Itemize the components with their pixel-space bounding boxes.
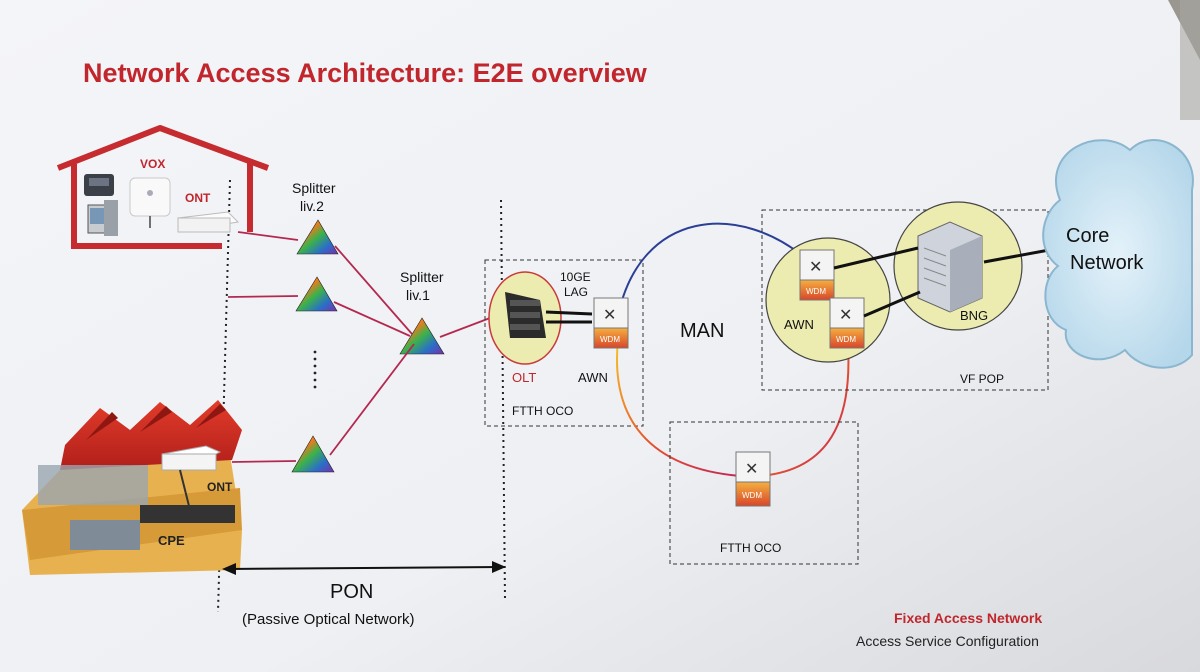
vox-router-icon xyxy=(129,177,171,217)
awn-oco-label: AWN xyxy=(578,370,608,385)
core-network-label-line1: Core xyxy=(1066,225,1109,247)
computer-icon xyxy=(87,200,118,236)
ont-business-icon xyxy=(161,445,222,471)
vf-pop-label: VF POP xyxy=(960,372,1004,386)
splitter-l2-bottom xyxy=(291,435,335,473)
svg-text:✕: ✕ xyxy=(745,461,758,478)
awn-pop-switch-upper: ✕ WDM xyxy=(799,249,835,301)
drop-fibers xyxy=(227,231,491,463)
ont-business-label: ONT xyxy=(207,480,233,494)
splitter-l2-label-line2: liv.2 xyxy=(300,198,324,214)
svg-text:✕: ✕ xyxy=(809,259,822,276)
lag-label-line1: 10GE xyxy=(560,270,591,284)
ftth-oco-top-box xyxy=(484,259,644,427)
man-ring-right-arc xyxy=(759,345,850,477)
awn-pop-label: AWN xyxy=(784,317,814,332)
ftth-oco-bottom-label: FTTH OCO xyxy=(720,541,781,555)
svg-text:WDM: WDM xyxy=(600,335,620,344)
svg-text:WDM: WDM xyxy=(742,491,762,500)
ont-home-icon xyxy=(177,211,240,233)
olt-chassis-icon xyxy=(505,292,546,338)
core-network-label-line2: Network xyxy=(1070,252,1144,274)
footer-subtitle: Access Service Configuration xyxy=(856,633,1039,649)
splitter-l1 xyxy=(399,317,445,355)
splitter-l2-label-line1: Splitter xyxy=(292,180,336,196)
footer-title: Fixed Access Network xyxy=(894,610,1042,626)
awn-oco-bottom-switch: ✕ WDM xyxy=(735,451,771,507)
pon-boundary-right xyxy=(500,199,506,601)
ftth-oco-top-label: FTTH OCO xyxy=(512,404,573,418)
house-icon xyxy=(56,125,270,249)
ftth-oco-bottom-box xyxy=(669,421,859,565)
splitter-l1-label-line1: Splitter xyxy=(400,269,444,285)
man-ring-top-arc xyxy=(617,222,811,317)
splitter-l2-mid xyxy=(295,276,338,312)
pon-span-arrow xyxy=(222,561,506,575)
ont-home-label: ONT xyxy=(185,191,211,205)
more-splitters-ellipsis xyxy=(313,350,317,389)
awn-oco-switch: ✕ WDM xyxy=(593,297,629,349)
pon-full-label: (Passive Optical Network) xyxy=(242,611,415,628)
lag-links xyxy=(545,310,593,324)
paper-shadow-edge xyxy=(1180,0,1200,120)
vox-label: VOX xyxy=(140,157,165,171)
slide-title: Network Access Architecture: E2E overvie… xyxy=(83,58,648,88)
splitter-l1-label-line2: liv.1 xyxy=(406,287,430,303)
man-label: MAN xyxy=(680,320,724,342)
man-ring-left-arc xyxy=(616,339,741,477)
svg-text:WDM: WDM xyxy=(836,335,856,344)
phone-icon xyxy=(84,174,114,196)
svg-text:✕: ✕ xyxy=(603,307,616,324)
pon-label: PON xyxy=(330,581,373,603)
core-network-cloud xyxy=(1042,139,1194,369)
svg-text:✕: ✕ xyxy=(839,307,852,324)
vf-pop-box xyxy=(761,209,1049,391)
awn-pop-switch-lower: ✕ WDM xyxy=(829,297,865,349)
bng-chassis-icon xyxy=(917,221,983,313)
splitter-l2-top xyxy=(296,219,339,255)
olt-label: OLT xyxy=(512,370,536,385)
ont-to-cpe-cable xyxy=(179,469,191,511)
bng-label: BNG xyxy=(960,308,988,323)
svg-text:WDM: WDM xyxy=(806,287,826,296)
lag-label-line2: LAG xyxy=(564,285,588,299)
cpe-label: CPE xyxy=(158,533,185,548)
